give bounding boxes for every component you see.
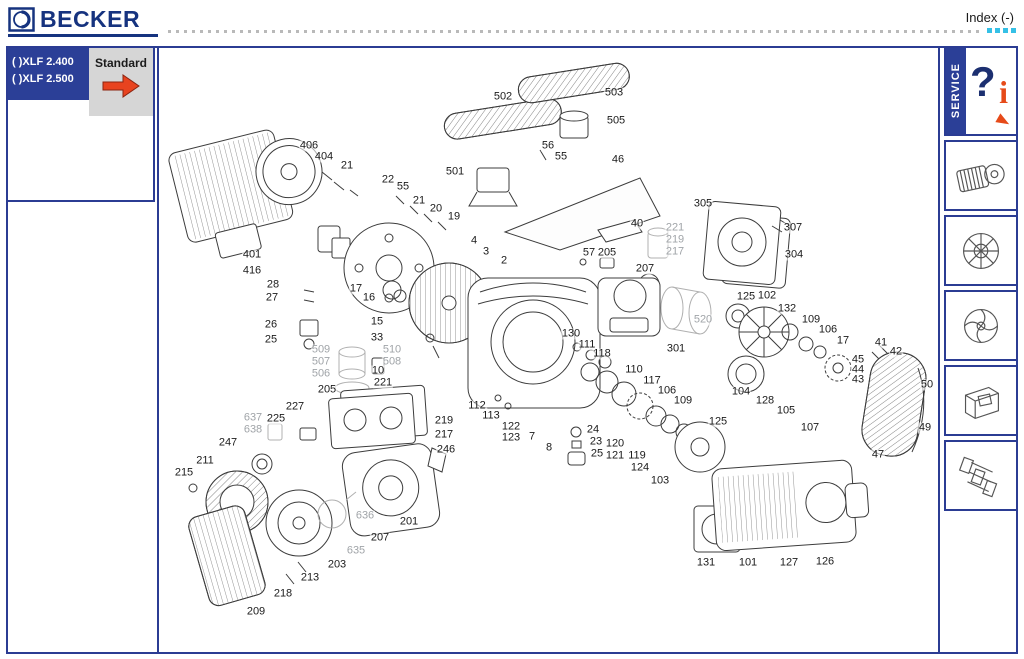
model-option-xlf-2400[interactable]: ( )XLF 2.400 — [12, 56, 74, 68]
standard-arrow-icon[interactable] — [102, 74, 140, 98]
end-shield-icon — [963, 232, 999, 269]
thumb-connectors[interactable] — [944, 440, 1018, 511]
thumb-end-shield[interactable] — [944, 215, 1018, 286]
dotted-separator — [168, 30, 983, 33]
variant-box: Standard — [89, 48, 153, 116]
info-icon: i — [999, 74, 1008, 110]
thumb-silencer-block[interactable] — [944, 365, 1018, 436]
brand-underline — [8, 34, 158, 37]
becker-emblem-icon — [8, 7, 35, 32]
header: BECKER Index (-) — [0, 0, 1024, 46]
cyan-dots — [987, 28, 1016, 33]
diagram-area — [157, 46, 940, 654]
motor-icon — [956, 163, 1005, 192]
question-mark-icon: ? — [970, 58, 996, 105]
variant-label: Standard — [94, 56, 147, 70]
impeller-icon — [963, 308, 999, 343]
index-link[interactable]: Index (-) — [965, 10, 1014, 25]
brand-name: BECKER — [40, 6, 141, 32]
service-button[interactable]: SERVICE ? i — [944, 46, 1018, 136]
model-option-xlf-2500[interactable]: ( )XLF 2.500 — [12, 73, 74, 86]
thumb-motor[interactable] — [944, 140, 1018, 211]
help-icon: ? i — [966, 48, 1016, 134]
connectors-icon — [958, 456, 998, 497]
becker-logo: BECKER — [8, 6, 140, 33]
service-label: SERVICE — [950, 63, 962, 119]
service-strip: SERVICE — [946, 48, 966, 134]
thumb-impeller[interactable] — [944, 290, 1018, 361]
model-selection-box: ( )XLF 2.400 ( )XLF 2.500 — [8, 48, 89, 100]
model-panel: ( )XLF 2.400 ( )XLF 2.500 Standard — [6, 46, 155, 202]
info-arrow-icon — [995, 113, 1012, 129]
silencer-block-icon — [964, 386, 999, 419]
